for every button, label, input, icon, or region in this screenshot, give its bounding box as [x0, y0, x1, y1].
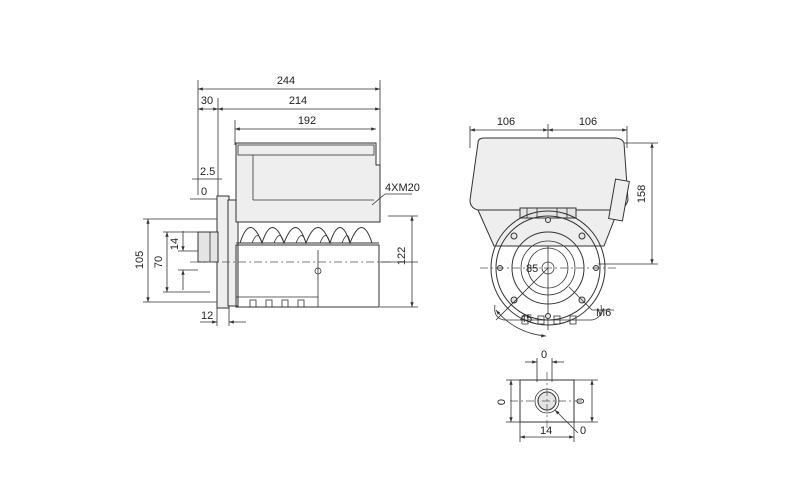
dim-label-key-depth: 0 [580, 425, 586, 437]
stator-housing [235, 244, 380, 308]
dim-label-214: 214 [289, 95, 307, 107]
dim-158: 158 [636, 143, 654, 264]
dim-label-244: 244 [277, 75, 295, 87]
dim-30: 30 [198, 95, 218, 111]
dim-label-70: 70 [153, 256, 165, 268]
dim-height-left: 0 [496, 380, 513, 422]
dim-label-30: 30 [201, 95, 213, 107]
dim-244: 244 [198, 75, 380, 91]
dim-192: 192 [235, 115, 376, 131]
dim-label-0: 0 [201, 186, 207, 198]
dim-12: 12 [200, 310, 246, 324]
dim-label-105: 105 [134, 251, 146, 269]
motor-side-outline [190, 142, 390, 309]
dim-label-106-left: 106 [497, 116, 515, 128]
dim-70: 70 [153, 232, 169, 292]
dim-45: 45 [495, 267, 549, 338]
dim-label-122: 122 [396, 247, 408, 265]
dim-label-45: 45 [520, 313, 532, 325]
terminal-box-end [469, 137, 629, 211]
side-view: 244 30 214 192 2.5 0 105 [134, 75, 420, 326]
dim-label-85: 85 [526, 263, 538, 275]
dim-shaft-dia: 14 [520, 425, 574, 439]
dim-label-2-5: 2.5 [200, 166, 215, 178]
cooling-fins [239, 227, 373, 245]
dim-height-right: 0 [575, 380, 594, 422]
dim-keyway: 0 [525, 349, 564, 364]
dim-122: 122 [396, 216, 414, 307]
dim-label-106-right: 106 [579, 116, 597, 128]
dim-label-height-right: 0 [575, 398, 587, 404]
shaft-detail: 0 0 0 14 0 [496, 349, 598, 442]
thread-label: M6 [596, 307, 611, 319]
thread-callout: M6 [568, 286, 614, 319]
dim-label-height-left: 0 [496, 399, 508, 405]
flange [216, 195, 230, 309]
dim-214: 214 [218, 95, 380, 111]
dim-label-keyway: 0 [541, 349, 547, 361]
cable-entry-label: 4XM20 [385, 182, 420, 194]
dim-label-12: 12 [201, 310, 213, 322]
dim-105: 105 [134, 219, 150, 302]
dim-key-depth: 0 [554, 409, 586, 437]
dim-label-14: 14 [169, 238, 181, 250]
cable-entry-callout: 4XM20 [371, 182, 420, 206]
terminal-box [235, 142, 381, 223]
dim-label-158: 158 [636, 185, 648, 203]
dim-106-right: 106 [548, 116, 627, 132]
shaft [197, 231, 219, 263]
end-view: 106 106 158 [469, 116, 658, 338]
dim-106-left: 106 [470, 116, 548, 132]
dim-label-192: 192 [298, 115, 316, 127]
dim-label-shaft-dia: 14 [540, 425, 552, 437]
dim-2-5: 2.5 [192, 166, 222, 180]
dim-14: 14 [169, 231, 185, 290]
